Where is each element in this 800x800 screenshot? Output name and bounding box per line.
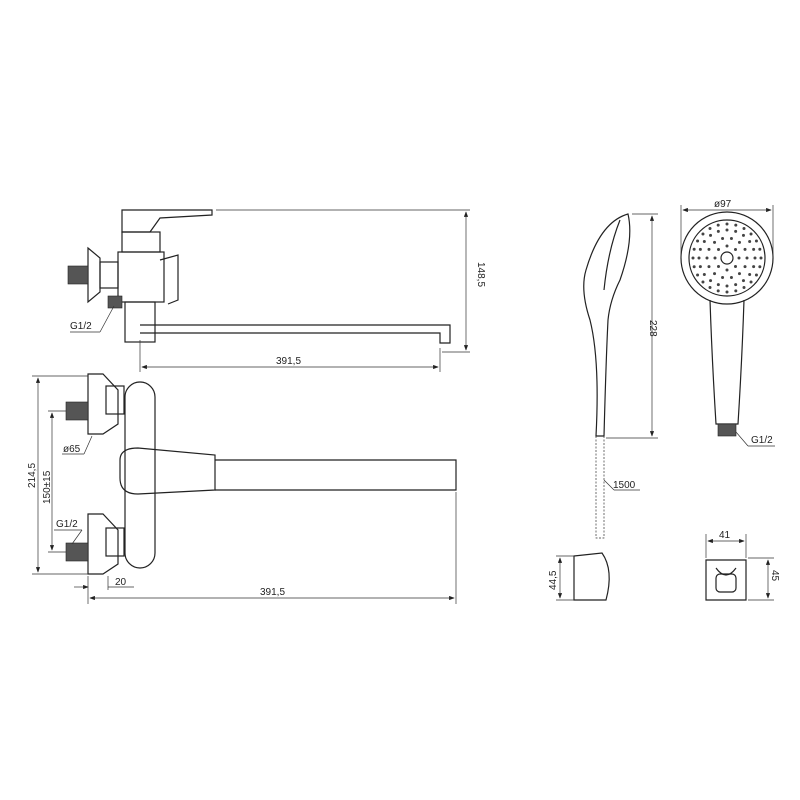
nozzle-dot <box>741 233 745 237</box>
hand-shower-side-view <box>583 213 658 539</box>
hose-length-label: 1500 <box>613 480 636 491</box>
holder-width-label: 41 <box>719 530 731 541</box>
nozzle-dot <box>696 239 700 243</box>
shower-length-label: 228 <box>647 320 658 337</box>
nozzle-dot <box>702 272 706 276</box>
nozzle-dot <box>759 256 763 260</box>
nozzle-dot <box>752 247 756 251</box>
nozzle-dot <box>725 290 729 294</box>
nozzle-dot <box>743 247 747 251</box>
nozzle-dot <box>702 240 706 244</box>
nozzle-dot <box>708 285 712 289</box>
nozzle-dot <box>716 283 720 287</box>
nozzle-dot <box>737 272 741 276</box>
nozzle-dot <box>716 229 720 233</box>
nozzle-dot <box>752 265 756 269</box>
hand-shower-front-view <box>680 205 775 447</box>
nozzle-dot <box>734 283 738 287</box>
nozzle-dot <box>691 256 695 260</box>
nozzle-dot <box>753 256 757 260</box>
nozzle-dot <box>701 280 705 284</box>
front-offset-label: 20 <box>115 577 127 588</box>
holder-front-view <box>705 534 774 601</box>
nozzle-dot <box>734 289 738 293</box>
nozzle-dot <box>709 279 713 283</box>
nozzle-dot <box>734 229 738 233</box>
nozzle-dot <box>745 256 749 260</box>
nozzle-dot <box>758 247 762 251</box>
nozzle-dot <box>737 240 741 244</box>
nozzle-dot <box>717 248 721 252</box>
nozzle-dot <box>697 256 701 260</box>
nozzle-dot <box>729 275 733 279</box>
nozzle-dot <box>741 279 745 283</box>
nozzle-dot <box>749 280 753 284</box>
mixer-side-view <box>67 209 470 372</box>
holder-height-side-label: 44,5 <box>548 570 559 590</box>
mixer-front-view <box>32 373 457 604</box>
nozzle-dot <box>713 256 717 260</box>
nozzle-dot <box>748 240 752 244</box>
nozzle-dot <box>707 265 711 269</box>
nozzle-dot <box>708 227 712 231</box>
nozzle-dot <box>725 268 729 272</box>
nozzle-dot <box>716 223 720 227</box>
side-thread-label: G1/2 <box>70 321 92 332</box>
nozzle-dot <box>721 237 725 241</box>
front-flange-diameter-label: ø65 <box>63 444 81 455</box>
side-spout-length-label: 391,5 <box>276 356 301 367</box>
nozzle-dot <box>743 265 747 269</box>
nozzle-dot <box>692 247 696 251</box>
nozzle-dot <box>721 275 725 279</box>
nozzle-dot <box>707 247 711 251</box>
nozzle-dot <box>725 228 729 232</box>
shower-thread-label: G1/2 <box>751 435 773 446</box>
front-spout-length-label: 391,5 <box>260 587 285 598</box>
spray-nozzles <box>691 222 763 294</box>
holder-side-view <box>556 552 610 601</box>
nozzle-dot <box>748 272 752 276</box>
nozzle-dot <box>717 264 721 268</box>
nozzle-dot <box>754 239 758 243</box>
nozzle-dot <box>709 233 713 237</box>
nozzle-dot <box>733 264 737 268</box>
nozzle-dot <box>734 223 738 227</box>
nozzle-dot <box>725 222 729 226</box>
nozzle-dot <box>713 272 717 276</box>
nozzle-dot <box>696 273 700 277</box>
nozzle-dot <box>692 265 696 269</box>
nozzle-dot <box>733 248 737 252</box>
holder-height-label: 45 <box>769 570 780 582</box>
nozzle-dot <box>698 247 702 251</box>
nozzle-dot <box>698 265 702 269</box>
side-height-label: 148,5 <box>475 262 486 287</box>
nozzle-dot <box>737 256 741 260</box>
nozzle-dot <box>749 232 753 236</box>
front-thread-label: G1/2 <box>56 519 78 530</box>
nozzle-dot <box>758 265 762 269</box>
nozzle-dot <box>716 289 720 293</box>
front-total-height-label: 214,5 <box>27 463 38 488</box>
nozzle-dot <box>725 244 729 248</box>
shower-head-diameter-label: ø97 <box>714 199 732 210</box>
nozzle-dot <box>713 240 717 244</box>
front-center-distance-label: 150±15 <box>42 470 53 504</box>
nozzle-dot <box>729 237 733 241</box>
nozzle-dot <box>725 284 729 288</box>
nozzle-dot <box>701 232 705 236</box>
nozzle-dot <box>742 227 746 231</box>
nozzle-dot <box>705 256 709 260</box>
nozzle-dot <box>742 285 746 289</box>
nozzle-dot <box>754 273 758 277</box>
